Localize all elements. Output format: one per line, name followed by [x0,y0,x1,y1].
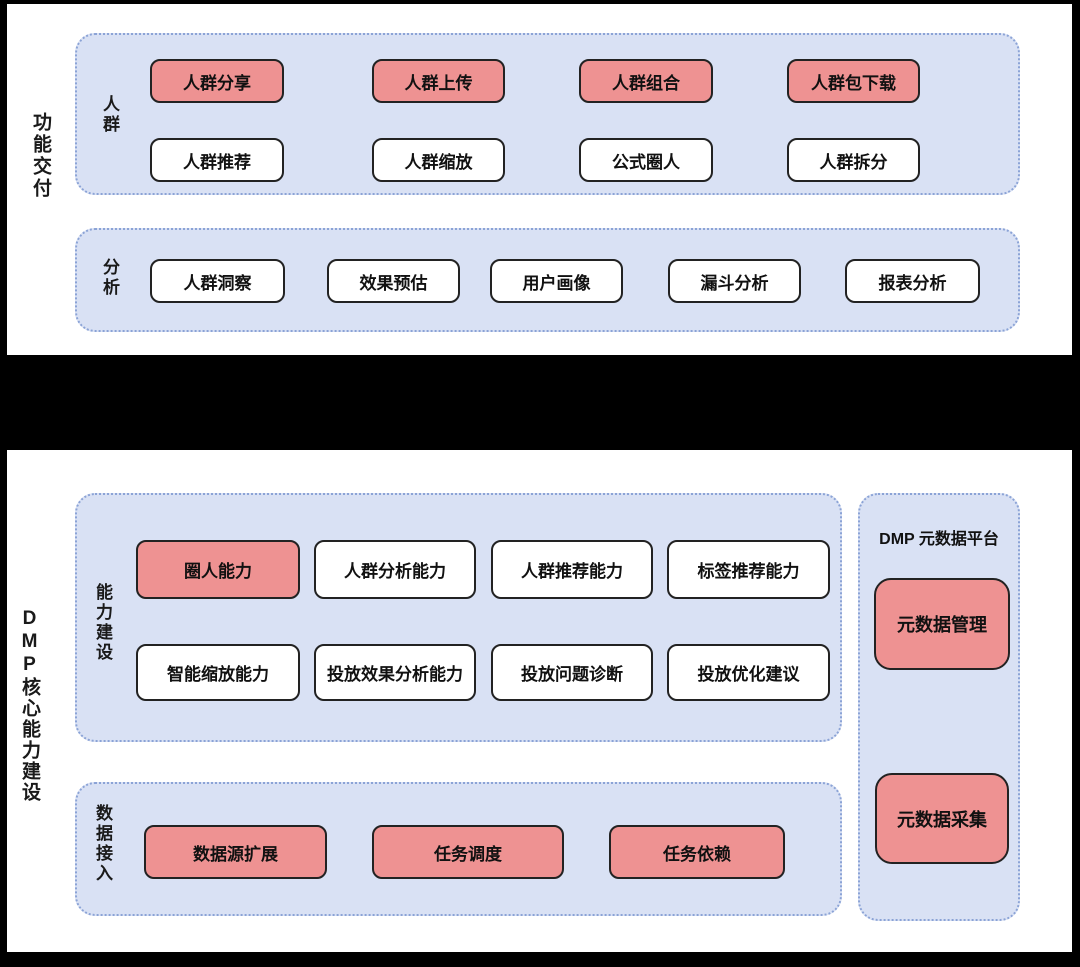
node-formula-targeting: 公式圈人 [579,138,713,182]
panel-analysis-label: 分析 [100,258,119,298]
node-crowd-recommend-capability: 人群推荐能力 [491,540,653,599]
section-label-function-delivery: 功能交付 [30,112,51,200]
node-user-profile: 用户画像 [490,259,623,303]
section-separator-band [0,355,1080,450]
node-delivery-optimization-suggestion: 投放优化建议 [667,644,830,701]
node-crowd-scale: 人群缩放 [372,138,505,182]
node-metadata-management: 元数据管理 [874,578,1010,670]
panel-metadata-title: DMP 元数据平台 [879,531,999,548]
node-crowd-share: 人群分享 [150,59,284,103]
node-targeting-capability: 圈人能力 [136,540,300,599]
node-delivery-effect-analysis-capability: 投放效果分析能力 [314,644,476,701]
node-crowd-split: 人群拆分 [787,138,920,182]
panel-capability-label: 能力建设 [93,583,112,663]
node-crowd-package-download: 人群包下载 [787,59,920,103]
panel-data-access-label: 数据接入 [93,804,112,884]
node-crowd-insight: 人群洞察 [150,259,285,303]
panel-analysis: 分析 人群洞察 效果预估 用户画像 漏斗分析 报表分析 [75,228,1020,332]
node-delivery-problem-diagnosis: 投放问题诊断 [491,644,653,701]
panel-crowd-label: 人群 [100,95,119,135]
panel-data-access: 数据接入 数据源扩展 任务调度 任务依赖 [75,782,842,916]
node-effect-forecast: 效果预估 [327,259,460,303]
node-metadata-collection: 元数据采集 [875,773,1009,864]
panel-crowd: 人群 人群分享 人群上传 人群组合 人群包下载 人群推荐 人群缩放 公式圈人 人… [75,33,1020,195]
node-crowd-combine: 人群组合 [579,59,713,103]
node-funnel-analysis: 漏斗分析 [668,259,801,303]
node-crowd-recommend: 人群推荐 [150,138,284,182]
node-task-scheduling: 任务调度 [372,825,564,879]
panel-metadata-platform: DMP 元数据平台 元数据管理 元数据采集 [858,493,1020,921]
node-tag-recommend-capability: 标签推荐能力 [667,540,830,599]
node-crowd-upload: 人群上传 [372,59,505,103]
node-crowd-analysis-capability: 人群分析能力 [314,540,476,599]
node-report-analysis: 报表分析 [845,259,980,303]
section-label-dmp-core-capability: DMP核心能力建设 [19,608,40,803]
panel-capability-building: 能力建设 圈人能力 人群分析能力 人群推荐能力 标签推荐能力 智能缩放能力 投放… [75,493,842,742]
node-task-dependency: 任务依赖 [609,825,785,879]
node-data-source-expansion: 数据源扩展 [144,825,327,879]
node-smart-scaling-capability: 智能缩放能力 [136,644,300,701]
